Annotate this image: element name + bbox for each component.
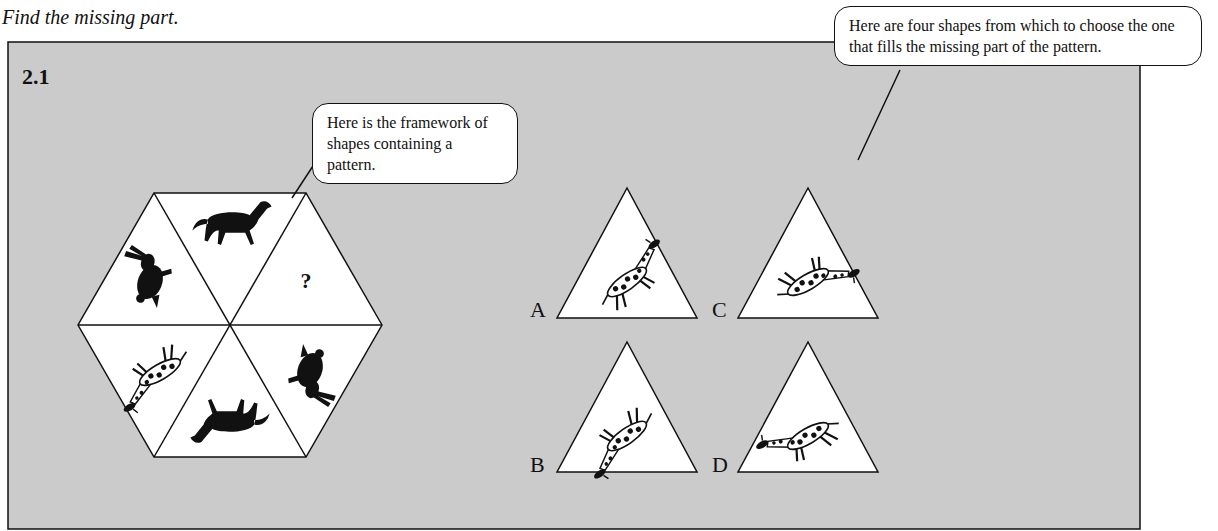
node-text: Here are four shapes from which to choos… — [849, 15, 1187, 57]
panel — [8, 42, 1140, 529]
missing-piece: ? — [291, 268, 321, 294]
rabbit-figure — [111, 244, 176, 310]
node-text: Here is the framework of shapes containi… — [327, 112, 503, 175]
giraffe-figure — [574, 401, 668, 485]
option-letter: C — [712, 297, 727, 323]
puzzle-number: 2.1 — [22, 64, 50, 90]
horse-figure — [192, 201, 271, 245]
option-letter: D — [712, 452, 728, 478]
callout-bubble: Here is the framework of shapes containi… — [312, 103, 518, 184]
callout-bubble: Here are four shapes from which to choos… — [834, 6, 1202, 66]
page-title: Find the missing part. — [2, 6, 179, 29]
rabbit-figure — [284, 342, 349, 408]
horse-figure — [190, 399, 269, 443]
giraffe-figure — [106, 338, 200, 418]
giraffe-figure — [752, 399, 846, 479]
giraffe-figure — [770, 240, 864, 320]
option-letter: B — [530, 452, 545, 478]
option-letter: A — [530, 297, 546, 323]
giraffe-figure — [586, 233, 680, 317]
leader-line — [858, 70, 900, 160]
node-text: ? — [291, 268, 321, 294]
hexagon-framework — [78, 193, 382, 457]
